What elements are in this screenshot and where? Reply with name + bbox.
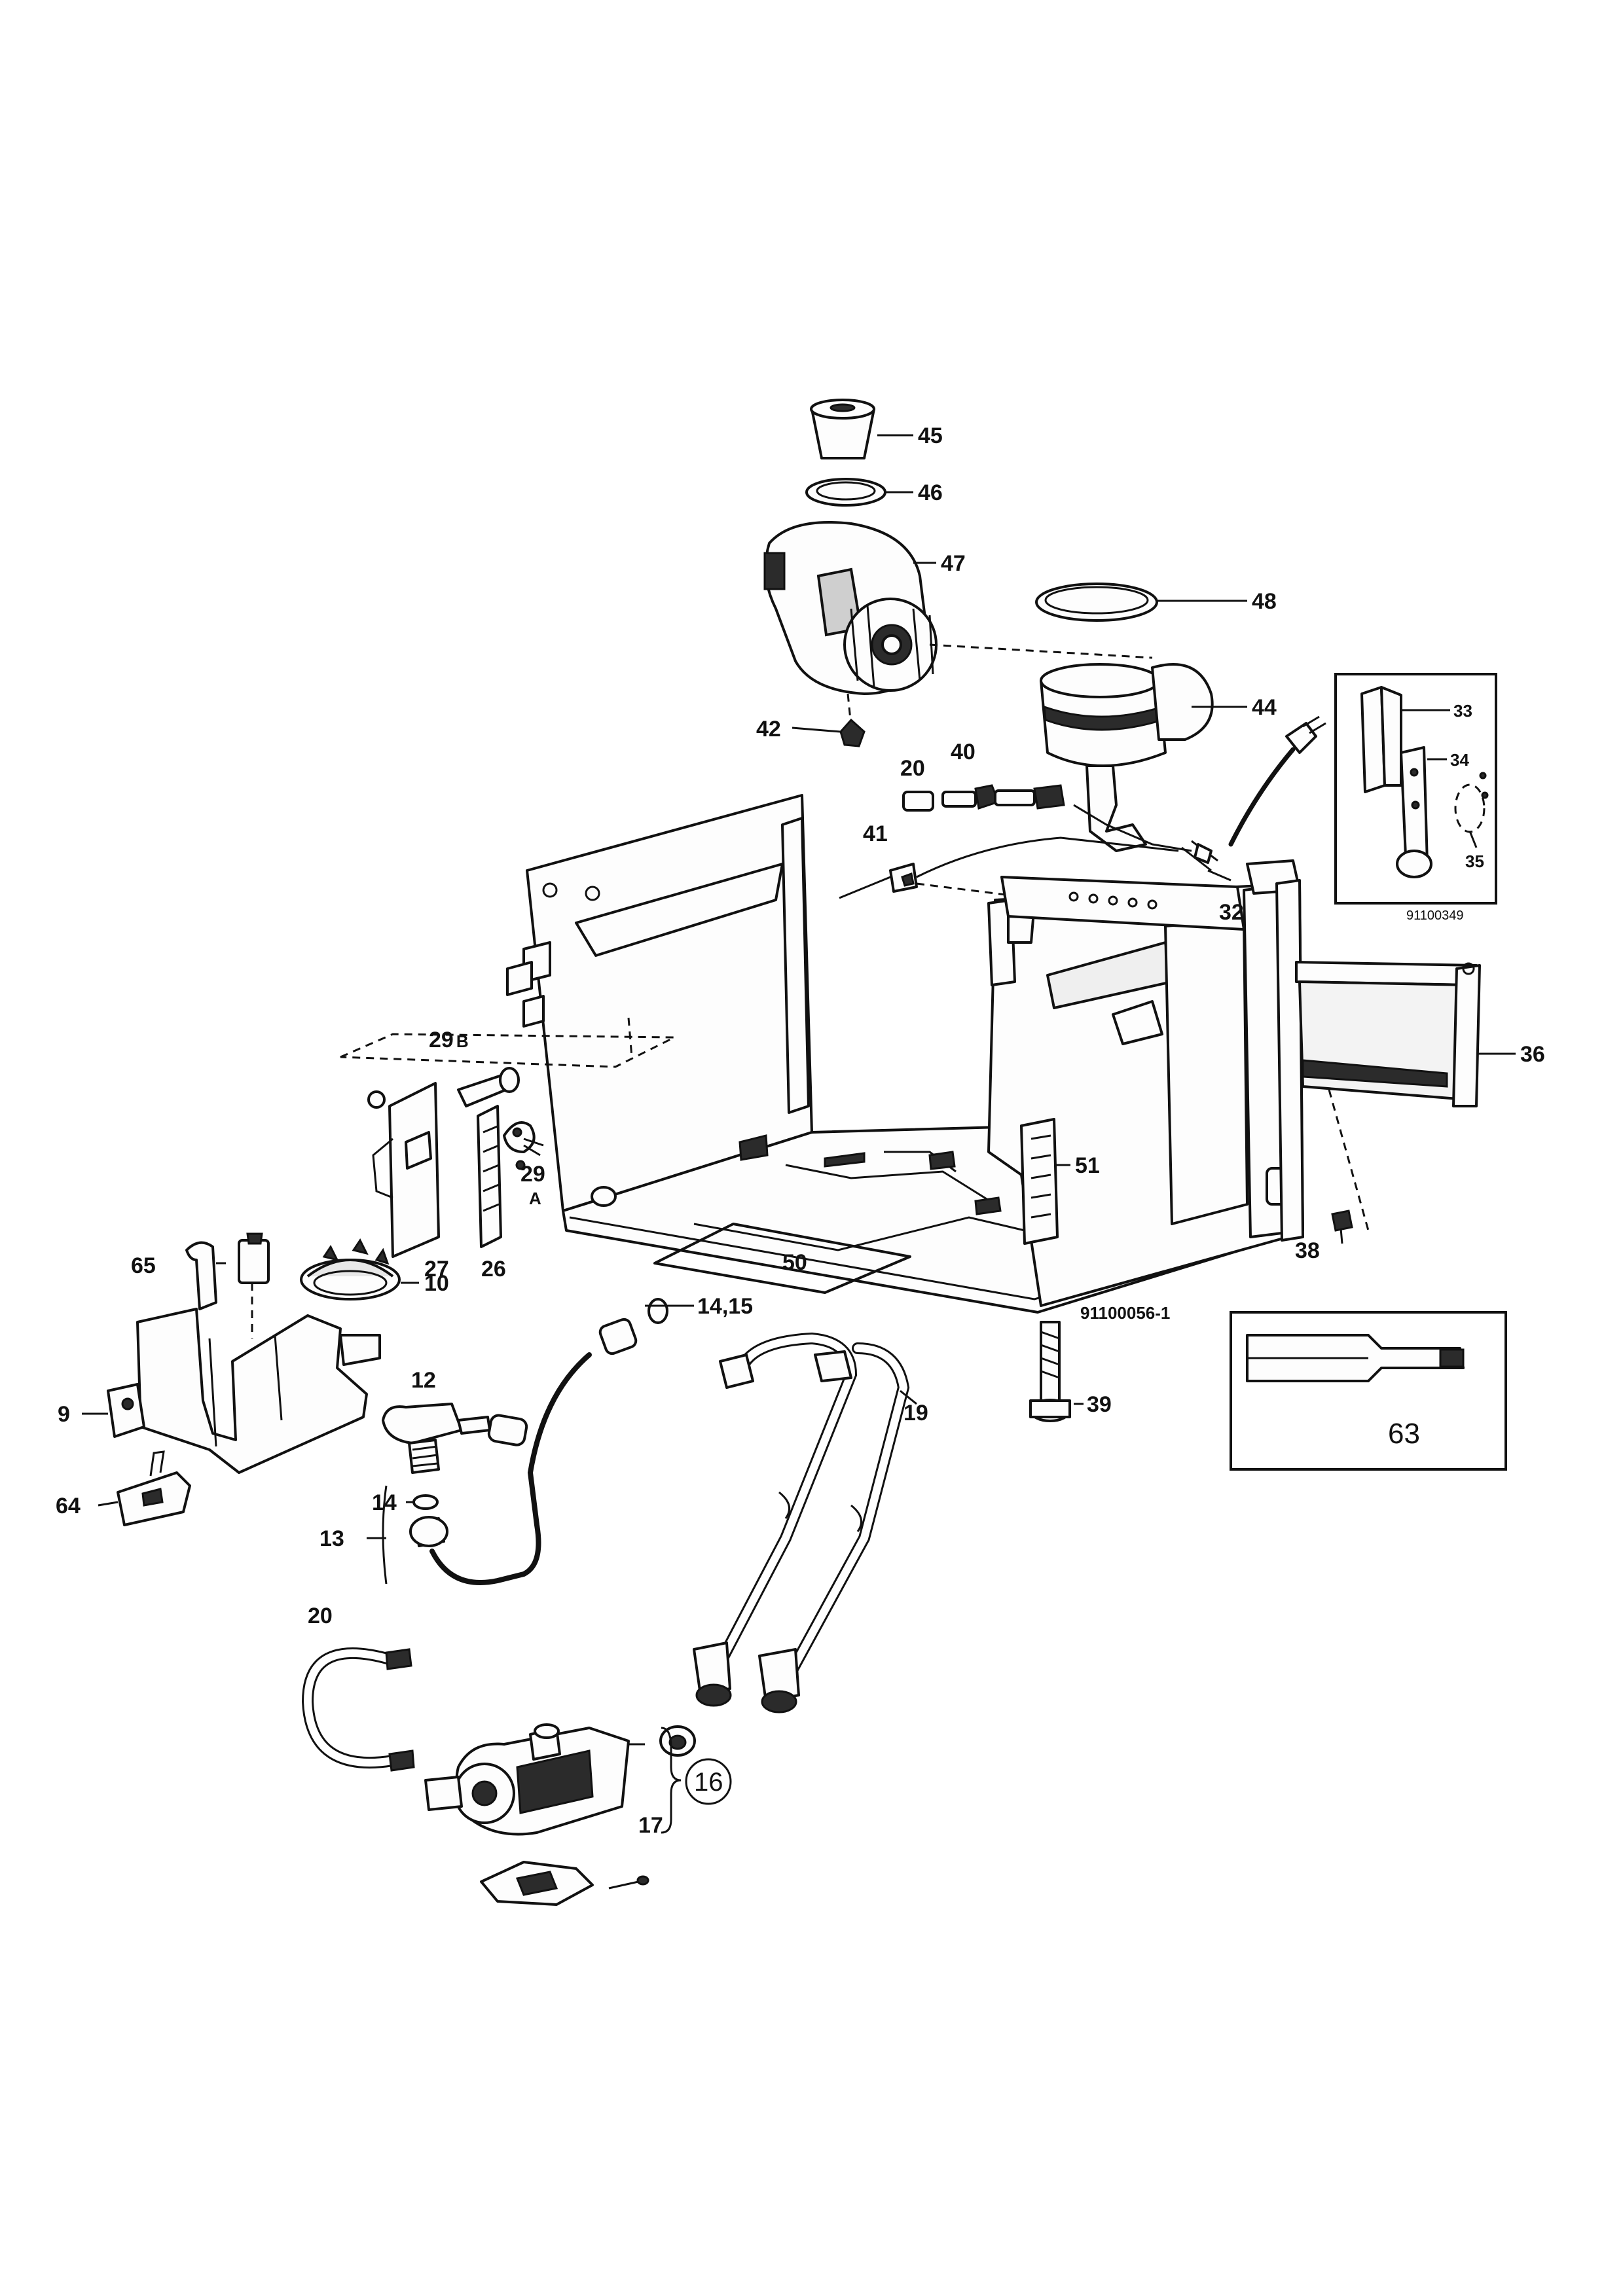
label-32: 32 — [1219, 900, 1244, 925]
part-36-rail — [1295, 961, 1481, 1107]
part-switch — [238, 1232, 270, 1284]
part-27-bracket-plate — [367, 1082, 440, 1258]
part-35-clip — [1454, 772, 1489, 833]
main-base-frame — [506, 794, 1304, 1314]
label-42: 42 — [756, 717, 781, 742]
label-12: 12 — [411, 1368, 436, 1393]
part-64-base-bracket — [117, 1450, 191, 1526]
part-16-circle-callout — [685, 1758, 732, 1805]
part-13-hose-assembly — [382, 1352, 592, 1585]
part-34-plate — [1396, 746, 1432, 878]
part-12b-sleeve — [487, 1414, 528, 1446]
label-41: 41 — [863, 821, 888, 846]
hose-end-cap — [659, 1725, 696, 1757]
label-27: 27 — [424, 1257, 449, 1282]
label-50: 50 — [782, 1250, 807, 1275]
part-41-clip — [889, 863, 918, 893]
part-47-circulation-motor — [763, 521, 938, 695]
part-38-screw — [1331, 1210, 1353, 1244]
part-50-drain-hose — [693, 1332, 910, 1713]
label-35: 35 — [1465, 852, 1484, 871]
part-32-clamp — [1181, 840, 1218, 872]
label-47: 47 — [941, 551, 966, 576]
label-14: 14 — [372, 1490, 397, 1515]
label-9: 9 — [58, 1402, 70, 1427]
part-46-gasket — [805, 478, 886, 507]
part-20-upper-hose — [902, 791, 934, 812]
label-34: 34 — [1450, 750, 1469, 770]
label-40: 40 — [951, 740, 976, 764]
inset-code-label: 91100349 — [1406, 908, 1464, 923]
part-14-washer — [412, 1494, 439, 1510]
power-plug-cord — [1228, 715, 1326, 847]
part-10-pressure-switch — [300, 1238, 401, 1300]
main-drawing-code: 91100056-1 — [1080, 1303, 1170, 1323]
part-42-fitting — [839, 718, 866, 747]
label-20-lower: 20 — [308, 1604, 333, 1628]
label-16: 16 — [694, 1768, 723, 1797]
part-48-ring — [1035, 583, 1158, 622]
label-13: 13 — [319, 1526, 344, 1551]
part-26-terminal-board — [477, 1105, 526, 1248]
part-pump-mount — [480, 1861, 649, 1906]
label-51: 51 — [1075, 1153, 1100, 1178]
crossbar-holes — [1068, 891, 1158, 910]
part-63-tool-box — [1230, 1311, 1507, 1471]
part-16-drain-pump — [424, 1723, 630, 1836]
part-29a-component — [503, 1121, 544, 1157]
label-46: 46 — [918, 480, 943, 505]
part-labels: 45 46 47 48 44 42 40 20 41 32 33 34 35 3… — [56, 423, 1545, 1838]
label-64: 64 — [56, 1494, 81, 1518]
label-65: 65 — [131, 1253, 156, 1278]
label-39: 39 — [1087, 1392, 1112, 1417]
label-26: 26 — [481, 1257, 506, 1282]
part-33-bracket — [1360, 686, 1402, 793]
label-17: 17 — [638, 1813, 663, 1838]
label-10: 10 — [424, 1271, 449, 1296]
part-40-connector — [941, 784, 1065, 810]
part-51-terminal-strip — [1020, 1118, 1059, 1245]
label-29a-suffix: A — [529, 1189, 541, 1208]
label-38: 38 — [1295, 1238, 1320, 1263]
leader-lines — [82, 434, 1516, 1746]
label-19: 19 — [903, 1401, 928, 1426]
label-20-upper: 20 — [900, 756, 925, 781]
part-39-bolt — [1029, 1321, 1071, 1422]
label-14-15: 14,15 — [697, 1294, 753, 1319]
label-45: 45 — [918, 423, 943, 448]
part-20-lower-hose — [301, 1647, 415, 1772]
part-65-hook — [185, 1241, 217, 1310]
label-33: 33 — [1453, 701, 1472, 721]
part-44-sump — [1040, 663, 1214, 852]
part-14-15-nut — [598, 1298, 668, 1355]
part-29b-capacitor — [457, 1067, 520, 1107]
label-44: 44 — [1252, 695, 1277, 720]
part-9-bracket-frame — [107, 1308, 381, 1474]
inset-bracket-box: 91100349 — [1334, 673, 1497, 923]
label-36: 36 — [1520, 1042, 1545, 1067]
label-48: 48 — [1252, 589, 1277, 614]
label-29a: 29 — [520, 1162, 545, 1187]
part-45-cap — [810, 399, 875, 459]
bracket-16-17 — [661, 1727, 682, 1834]
part-12-valve — [382, 1403, 491, 1474]
label-63: 63 — [1388, 1418, 1420, 1450]
